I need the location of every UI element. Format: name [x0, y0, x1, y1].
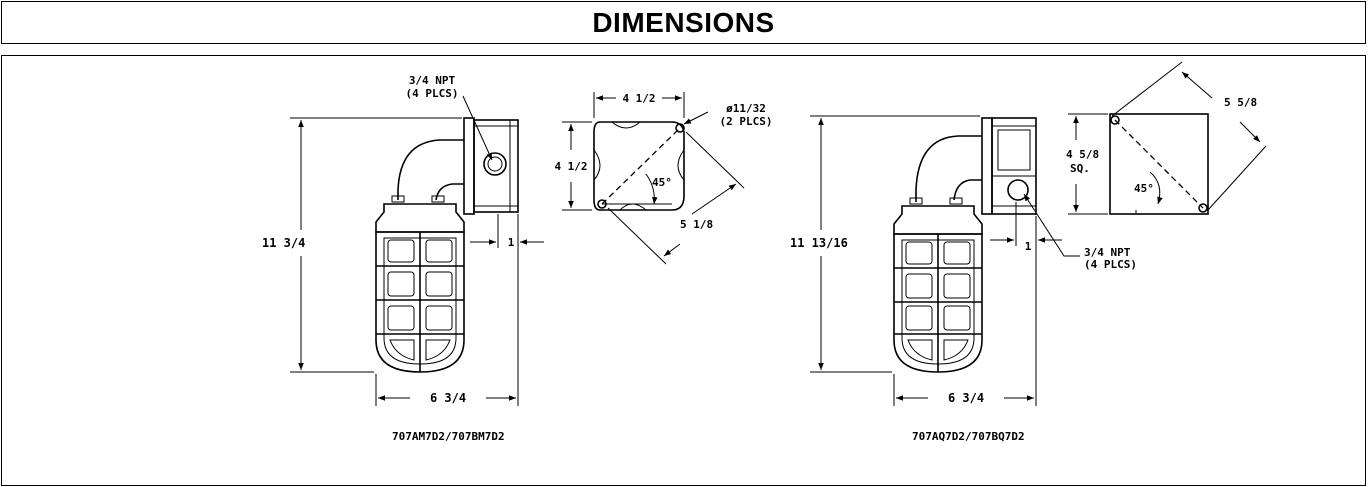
right-model-label: 707AQ7D2/707BQ7D2: [912, 430, 1025, 443]
left-diagonal-dimension: [607, 131, 745, 265]
left-hole-leader: [683, 111, 709, 125]
left-box-height-label: 4 1/2: [554, 160, 587, 173]
right-offset-dimension: [990, 202, 1062, 246]
left-fixture-side-view: [375, 117, 519, 373]
page-title: DIMENSIONS: [592, 6, 775, 38]
right-fixture-neck: [893, 205, 983, 235]
right-wall-flange: [981, 117, 993, 215]
left-height-label: 11 3/4: [262, 236, 305, 250]
right-diagonal-dimension: [1111, 61, 1267, 211]
right-width-dimension: [893, 216, 1037, 406]
title-bar: DIMENSIONS: [1, 1, 1366, 44]
right-width-label: 6 3/4: [948, 391, 984, 405]
left-offset-dimension: [470, 214, 544, 248]
left-offset-label: 1: [508, 236, 515, 249]
left-conduit-label-1: 3/4 NPT: [409, 74, 456, 87]
left-wall-flange: [463, 117, 475, 215]
left-hole-label-1: ø11/32: [726, 102, 766, 115]
left-angle-label: 45°: [652, 176, 672, 189]
right-mounting-hole-1: [1110, 115, 1120, 125]
left-conduit-leader: [462, 95, 493, 161]
left-diagonal-label: 5 1/8: [680, 218, 713, 231]
right-mounting-hole-2: [1198, 203, 1208, 213]
left-hole-label-2: (2 PLCS): [720, 115, 773, 128]
left-box-width-dimension: [593, 92, 685, 118]
left-fixture-neck: [375, 203, 465, 233]
right-fixture-side-view: [893, 117, 1037, 373]
left-width-dimension: [375, 214, 519, 406]
right-conduit-leader: [1023, 193, 1080, 257]
right-height-dimension: [810, 115, 980, 373]
left-mounting-hole-1: [675, 123, 685, 133]
right-box-size-dimension: [1068, 113, 1108, 215]
right-junction-box: [991, 117, 1037, 215]
right-box-size-label-1: 4 5/8: [1066, 148, 1099, 161]
left-width-label: 6 3/4: [430, 391, 466, 405]
left-conduit-label-2: (4 PLCS): [406, 87, 459, 100]
right-diagonal-label: 5 5/8: [1224, 96, 1257, 109]
right-box-size-label-2: SQ.: [1070, 162, 1090, 175]
right-conduit-label-2: (4 PLCS): [1084, 258, 1137, 271]
left-box-top-view: [593, 121, 685, 211]
left-conduit-hub: [483, 152, 507, 176]
right-conduit-label-1: 3/4 NPT: [1084, 246, 1131, 259]
right-height-label: 11 13/16: [790, 236, 848, 250]
left-junction-box: [473, 119, 519, 213]
right-conduit-hub: [1007, 179, 1029, 201]
left-box-height-dimension: [562, 121, 592, 211]
drawing-frame: [1, 55, 1366, 486]
left-model-label: 707AM7D2/707BM7D2: [392, 430, 505, 443]
right-box-top-view: [1109, 113, 1209, 215]
right-angle-label: 45°: [1134, 182, 1154, 195]
left-elbow-arm: [397, 139, 464, 200]
right-offset-label: 1: [1025, 240, 1032, 253]
left-height-dimension: [290, 117, 462, 373]
right-elbow-arm: [915, 135, 982, 202]
left-box-width-label: 4 1/2: [622, 92, 655, 105]
